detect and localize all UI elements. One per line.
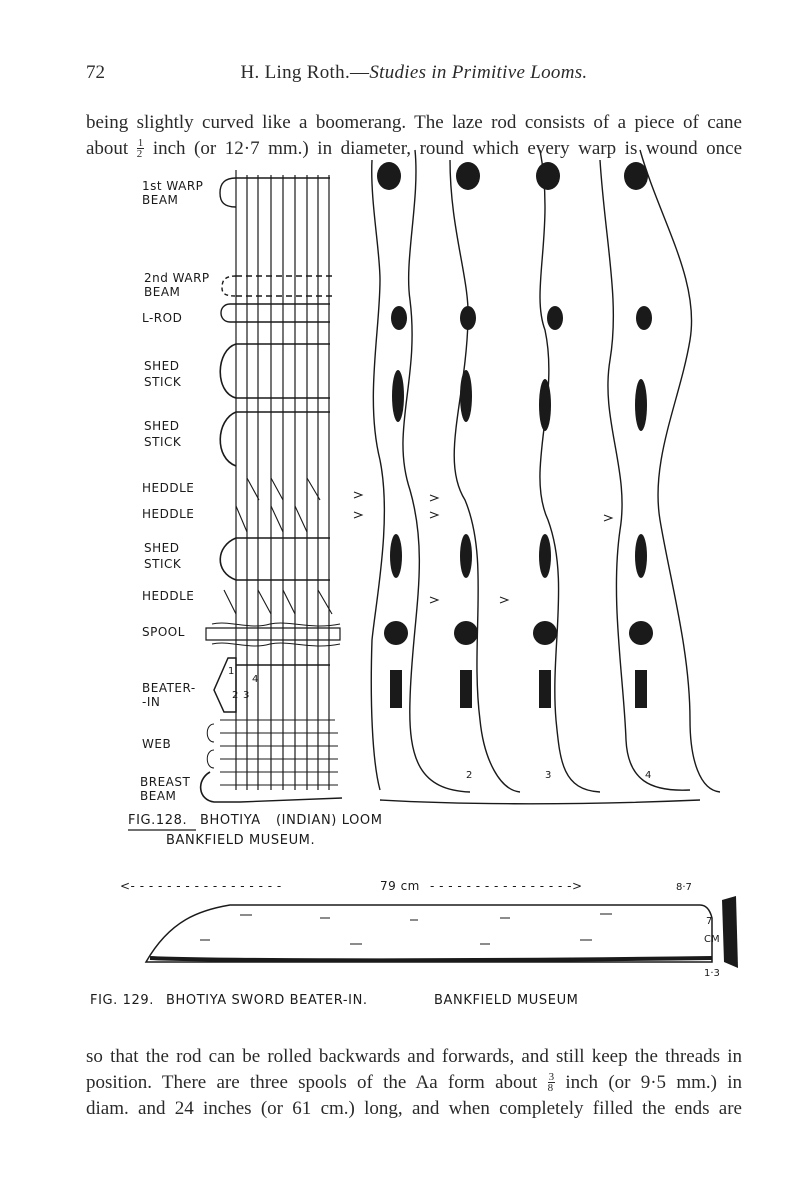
paragraph-top: being slightly curved like a boomerang. … xyxy=(86,110,742,162)
fig128-caption-loom: (INDIAN) LOOM xyxy=(276,813,383,828)
profile-1 xyxy=(370,159,386,791)
lrod-shape xyxy=(220,303,231,323)
page-header: 72 H. Ling Roth.—Studies in Primitive Lo… xyxy=(86,62,742,86)
profile-arrows xyxy=(353,491,614,604)
text-fragment: inch (or 9·5 mm.) in xyxy=(565,1072,742,1093)
text-line: diam. and 24 inches (or 61 cm.) long, an… xyxy=(86,1098,742,1119)
label-shed-stick-1: SHED xyxy=(144,359,179,373)
label-num-1: 1 xyxy=(228,666,234,677)
fraction-denominator: 2 xyxy=(136,148,143,160)
spool-shape xyxy=(205,627,341,641)
label-heddle-2: HEDDLE xyxy=(142,507,194,521)
web-weave xyxy=(206,719,338,786)
text-fragment: about xyxy=(86,138,129,159)
running-head-author: H. Ling Roth. xyxy=(240,62,350,83)
label-warp-beam-2: 2nd WARP xyxy=(144,271,210,285)
fraction-numerator: 1 xyxy=(136,137,145,149)
text-line: position. There are three spools of the … xyxy=(86,1070,742,1096)
measure-line-left: <- - - - - - - - - - - - - - - - - xyxy=(120,879,282,893)
sword-beater-outline xyxy=(144,904,713,963)
label-heddle-3: HEDDLE xyxy=(142,589,194,603)
width-unit: CM xyxy=(704,934,720,945)
label-web: WEB xyxy=(142,737,171,751)
profile-3 xyxy=(599,159,691,791)
label-num-2: 2 xyxy=(232,690,238,701)
profile-4 xyxy=(639,149,721,793)
label-spool: SPOOL xyxy=(142,625,185,639)
label-shed-stick-3b: STICK xyxy=(144,557,182,571)
shed-stick-1-shape xyxy=(219,343,237,399)
width-label: 7 xyxy=(706,916,712,927)
label-num-3: 3 xyxy=(243,690,249,701)
text-fragment: position. There are three spools of the … xyxy=(86,1072,538,1093)
label-beater-in-b: -IN xyxy=(142,695,160,709)
paragraph-bottom: so that the rod can be rolled backwards … xyxy=(86,1044,742,1122)
label-shed-stick-2b: STICK xyxy=(144,435,182,449)
label-lrod: L-ROD xyxy=(142,311,182,325)
heddle-3-strings xyxy=(223,589,333,615)
label-panel-4: 4 xyxy=(645,770,651,781)
profile-beam-marks xyxy=(377,162,653,708)
measure-line-right: - - - - - - - - - - - - - - - -> xyxy=(430,879,583,893)
page-number: 72 xyxy=(86,62,105,83)
fig129-caption-title: BHOTIYA SWORD BEATER-IN. xyxy=(166,993,368,1008)
label-panel-2: 2 xyxy=(466,770,472,781)
breast-beam-shape xyxy=(199,771,240,803)
fig128-caption-number: FIG.128. xyxy=(128,813,187,828)
label-breast-beam-b: BEAM xyxy=(140,789,176,803)
loom-profiles xyxy=(353,149,721,805)
running-head-title: Studies in Primitive Looms. xyxy=(369,62,588,83)
sword-beater-figure: <- - - - - - - - - - - - - - - - - 79 cm… xyxy=(90,879,738,1008)
label-breast-beam: BREAST xyxy=(140,775,190,789)
label-shed-stick-3: SHED xyxy=(144,541,179,555)
label-shed-stick-1b: STICK xyxy=(144,375,182,389)
warp-beam-1-shape xyxy=(219,177,237,208)
running-head-dash: — xyxy=(350,62,370,83)
text-line: being slightly curved like a boomerang. … xyxy=(86,112,742,133)
label-warp-beam-2b: BEAM xyxy=(144,285,180,299)
fig129-caption-museum: BANKFIELD MUSEUM xyxy=(434,993,579,1008)
label-shed-stick-2: SHED xyxy=(144,419,179,433)
measure-right-label: 8·7 xyxy=(676,882,692,893)
fraction-denominator: 8 xyxy=(547,1082,554,1094)
label-heddle-1: HEDDLE xyxy=(142,481,194,495)
fig129-caption-number: FIG. 129. xyxy=(90,993,154,1008)
fig128-caption-museum: BANKFIELD MUSEUM. xyxy=(166,833,315,848)
fraction-numerator: 3 xyxy=(547,1071,556,1083)
warp-beam-2-shape xyxy=(221,275,237,297)
label-beater-in: BEATER- xyxy=(142,681,196,695)
loom-diagram xyxy=(199,170,343,803)
label-num-4: 4 xyxy=(252,674,258,685)
beater-in-shape xyxy=(213,657,237,713)
text-line: so that the rod can be rolled backwards … xyxy=(86,1046,742,1067)
text-fragment: inch (or 12·7 mm.) in diameter, round wh… xyxy=(152,138,743,159)
shed-stick-3-shape xyxy=(219,537,237,581)
running-head: H. Ling Roth.—Studies in Primitive Looms… xyxy=(86,62,742,84)
measure-label: 79 cm xyxy=(380,879,420,893)
label-warp-beam-1: 1st WARP xyxy=(142,179,203,193)
fig128-labels: 1st WARP BEAM 2nd WARP BEAM L-ROD SHED S… xyxy=(128,179,651,848)
fig128-caption-bhotiya: BHOTIYA xyxy=(200,813,261,828)
thickness-label: 1·3 xyxy=(704,968,720,979)
label-warp-beam-1b: BEAM xyxy=(142,193,178,207)
warp-threads xyxy=(235,170,330,790)
label-panel-3: 3 xyxy=(545,770,551,781)
profile-2 xyxy=(449,159,521,793)
shed-stick-2-shape xyxy=(219,411,237,467)
heddle-strings xyxy=(235,477,321,533)
beater-end-profile xyxy=(722,896,738,968)
